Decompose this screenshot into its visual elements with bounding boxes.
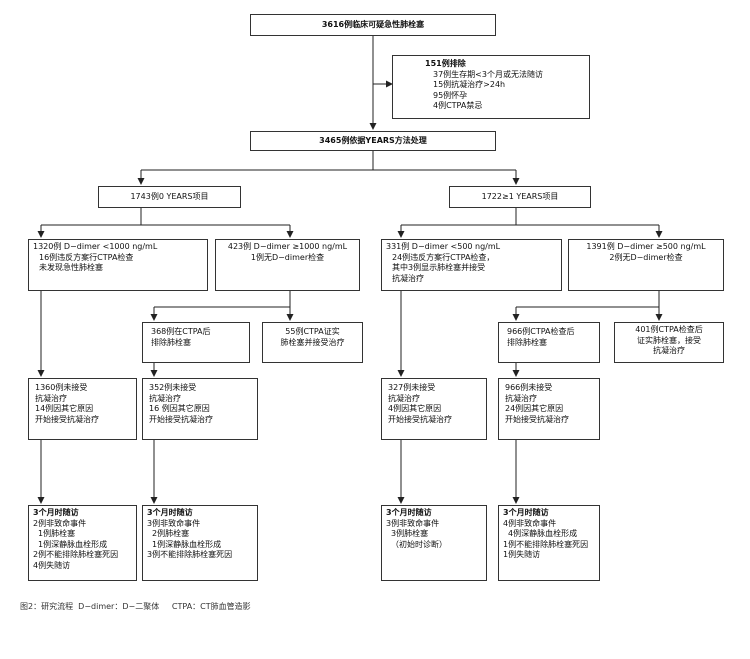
node-ddimer-lt-500-line-0: 331例 D−dimer <500 ng/mL — [386, 242, 501, 251]
node-untreated-a: 1360例未接受 抗凝治疗 14例因其它原因 开始接受抗凝治疗 — [28, 378, 137, 440]
node-untreated-d-line-1: 抗凝治疗 — [505, 393, 537, 403]
node-untreated-b-line-3: 开始接受抗凝治疗 — [149, 414, 213, 424]
node-exclusions: 151例排除 37例生存期<3个月或无法随访 15例抗凝治疗>24h 95例怀孕… — [392, 55, 590, 119]
node-followup-b: 3个月时随访 3例非致命事件 2例肺栓塞 1例深静脉血栓形成 3例不能排除肺栓塞… — [142, 505, 258, 581]
node-untreated-a-line-2: 14例因其它原因 — [35, 404, 94, 413]
node-untreated-d-line-2: 24例因其它原因 — [505, 404, 564, 413]
node-ddimer-ge-1000: 423例 D−dimer ≥1000 ng/mL 1例无D−dimer检查 — [215, 239, 360, 291]
node-initial-cohort-line: 3616例临床可疑急性肺栓塞 — [321, 19, 425, 29]
node-ctpa-excluded-left: 368例在CTPA后 排除肺栓塞 — [142, 322, 250, 363]
node-one-plus-years-items: 1722≥1 YEARS项目 — [449, 186, 591, 208]
node-ddimer-ge-1000-line-0: 423例 D−dimer ≥1000 ng/mL — [227, 242, 348, 251]
node-ctpa-excluded-left-line-1: 排除肺栓塞 — [151, 337, 191, 347]
node-followup-a-line-5: 4例失随访 — [33, 560, 71, 570]
node-ctpa-excluded-right: 966例CTPA检查后 排除肺栓塞 — [498, 322, 600, 363]
node-followup-d-line-1: 4例非致命事件 — [503, 518, 557, 528]
node-ddimer-lt-500-line-3: 抗凝治疗 — [392, 273, 424, 283]
node-ctpa-confirmed-right-line-1: 证实肺栓塞，接受 — [637, 335, 701, 345]
node-ctpa-confirmed-left-line-1: 肺栓塞并接受治疗 — [280, 337, 345, 347]
node-untreated-d-line-0: 966例未接受 — [505, 383, 553, 392]
node-followup-b-line-2: 2例肺栓塞 — [152, 529, 190, 538]
node-ddimer-ge-500-line-0: 1391例 D−dimer ≥500 ng/mL — [586, 242, 706, 251]
node-followup-a: 3个月时随访 2例非致命事件 1例肺栓塞 1例深静脉血栓形成 2例不能排除肺栓塞… — [28, 505, 137, 581]
node-followup-c-line-1: 3例非致命事件 — [386, 518, 440, 528]
node-untreated-d: 966例未接受 抗凝治疗 24例因其它原因 开始接受抗凝治疗 — [498, 378, 600, 440]
node-ddimer-lt-500-line-1: 24例违反方案行CTPA检查， — [392, 252, 495, 262]
node-untreated-b-line-1: 抗凝治疗 — [149, 393, 181, 403]
node-exclusions-line-3: 95例怀孕 — [433, 90, 468, 100]
node-zero-years-items-line: 1743例0 YEARS项目 — [130, 191, 209, 201]
node-initial-cohort: 3616例临床可疑急性肺栓塞 — [250, 14, 496, 36]
node-followup-a-line-3: 1例深静脉血栓形成 — [38, 539, 108, 549]
figure-caption: 图2：研究流程 D−dimer：D−二聚体 CTPA：CT肺血管造影 — [20, 602, 251, 611]
node-followup-b-line-3: 1例深静脉血栓形成 — [152, 539, 222, 549]
node-exclusions-line-4: 4例CTPA禁忌 — [433, 101, 483, 110]
node-followup-c-line-0: 3个月时随访 — [386, 508, 432, 517]
node-followup-a-line-2: 1例肺栓塞 — [38, 529, 76, 538]
node-ddimer-lt-1000-line-0: 1320例 D−dimer <1000 ng/mL — [33, 242, 158, 251]
node-ctpa-confirmed-left: 55例CTPA证实 肺栓塞并接受治疗 — [262, 322, 363, 363]
node-years-processed-line: 3465例依据YEARS方法处理 — [319, 135, 427, 145]
node-followup-a-line-1: 2例非致命事件 — [33, 518, 87, 528]
node-untreated-d-line-3: 开始接受抗凝治疗 — [505, 414, 569, 424]
node-ctpa-excluded-right-line-1: 排除肺栓塞 — [507, 337, 547, 347]
node-ddimer-lt-500-line-2: 其中3例显示肺栓塞并接受 — [392, 263, 486, 272]
node-ddimer-ge-1000-line-1: 1例无D−dimer检查 — [250, 252, 325, 262]
node-followup-d-line-2: 4例深静脉血栓形成 — [508, 529, 578, 538]
node-untreated-c-line-1: 抗凝治疗 — [388, 393, 420, 403]
node-zero-years-items: 1743例0 YEARS项目 — [98, 186, 241, 208]
node-untreated-c-line-3: 开始接受抗凝治疗 — [388, 414, 452, 424]
node-untreated-c-line-2: 4例因其它原因 — [388, 404, 442, 413]
node-exclusions-line-2: 15例抗凝治疗>24h — [433, 80, 506, 89]
node-followup-b-line-4: 3例不能排除肺栓塞死因 — [147, 550, 233, 559]
node-untreated-b-line-0: 352例未接受 — [149, 383, 197, 392]
node-followup-c: 3个月时随访 3例非致命事件 3例肺栓塞 （初始时诊断） — [381, 505, 487, 581]
node-ctpa-excluded-right-line-0: 966例CTPA检查后 — [507, 327, 575, 336]
node-ctpa-excluded-left-line-0: 368例在CTPA后 — [151, 327, 211, 336]
node-followup-b-line-1: 3例非致命事件 — [147, 518, 201, 528]
node-followup-a-line-0: 3个月时随访 — [33, 508, 79, 517]
node-exclusions-line-1: 37例生存期<3个月或无法随访 — [433, 69, 543, 79]
node-followup-c-line-3: （初始时诊断） — [391, 539, 447, 549]
node-ddimer-lt-500: 331例 D−dimer <500 ng/mL 24例违反方案行CTPA检查， … — [381, 239, 562, 291]
node-untreated-c-line-0: 327例未接受 — [388, 383, 436, 392]
node-ctpa-confirmed-right: 401例CTPA检查后 证实肺栓塞，接受 抗凝治疗 — [614, 322, 724, 363]
node-untreated-a-line-0: 1360例未接受 — [35, 383, 88, 392]
node-followup-d-line-4: 1例失随访 — [503, 550, 541, 559]
node-ddimer-ge-500: 1391例 D−dimer ≥500 ng/mL 2例无D−dimer检查 — [568, 239, 724, 291]
node-untreated-b: 352例未接受 抗凝治疗 16 例因其它原因 开始接受抗凝治疗 — [142, 378, 258, 440]
node-untreated-b-line-2: 16 例因其它原因 — [149, 404, 210, 413]
node-followup-b-line-0: 3个月时随访 — [147, 508, 193, 517]
node-untreated-a-line-3: 开始接受抗凝治疗 — [35, 414, 99, 424]
node-followup-d: 3个月时随访 4例非致命事件 4例深静脉血栓形成 1例不能排除肺栓塞死因 1例失… — [498, 505, 600, 581]
node-untreated-c: 327例未接受 抗凝治疗 4例因其它原因 开始接受抗凝治疗 — [381, 378, 487, 440]
node-ddimer-ge-500-line-1: 2例无D−dimer检查 — [609, 252, 683, 262]
node-ddimer-lt-1000-line-2: 未发现急性肺栓塞 — [39, 263, 103, 272]
node-ctpa-confirmed-right-line-0: 401例CTPA检查后 — [635, 325, 703, 334]
node-untreated-a-line-1: 抗凝治疗 — [35, 393, 67, 403]
node-ctpa-confirmed-right-line-2: 抗凝治疗 — [653, 346, 685, 355]
node-followup-c-line-2: 3例肺栓塞 — [391, 529, 429, 538]
node-exclusions-line-0: 151例排除 — [425, 59, 466, 68]
node-followup-d-line-0: 3个月时随访 — [503, 508, 549, 517]
node-one-plus-years-items-line: 1722≥1 YEARS项目 — [481, 191, 559, 201]
node-ctpa-confirmed-left-line-0: 55例CTPA证实 — [285, 327, 340, 336]
node-ddimer-lt-1000: 1320例 D−dimer <1000 ng/mL 16例违反方案行CTPA检查… — [28, 239, 208, 291]
node-followup-a-line-4: 2例不能排除肺栓塞死因 — [33, 550, 119, 559]
node-followup-d-line-3: 1例不能排除肺栓塞死因 — [503, 539, 589, 549]
node-years-processed: 3465例依据YEARS方法处理 — [250, 131, 496, 151]
node-ddimer-lt-1000-line-1: 16例违反方案行CTPA检查 — [39, 252, 134, 262]
